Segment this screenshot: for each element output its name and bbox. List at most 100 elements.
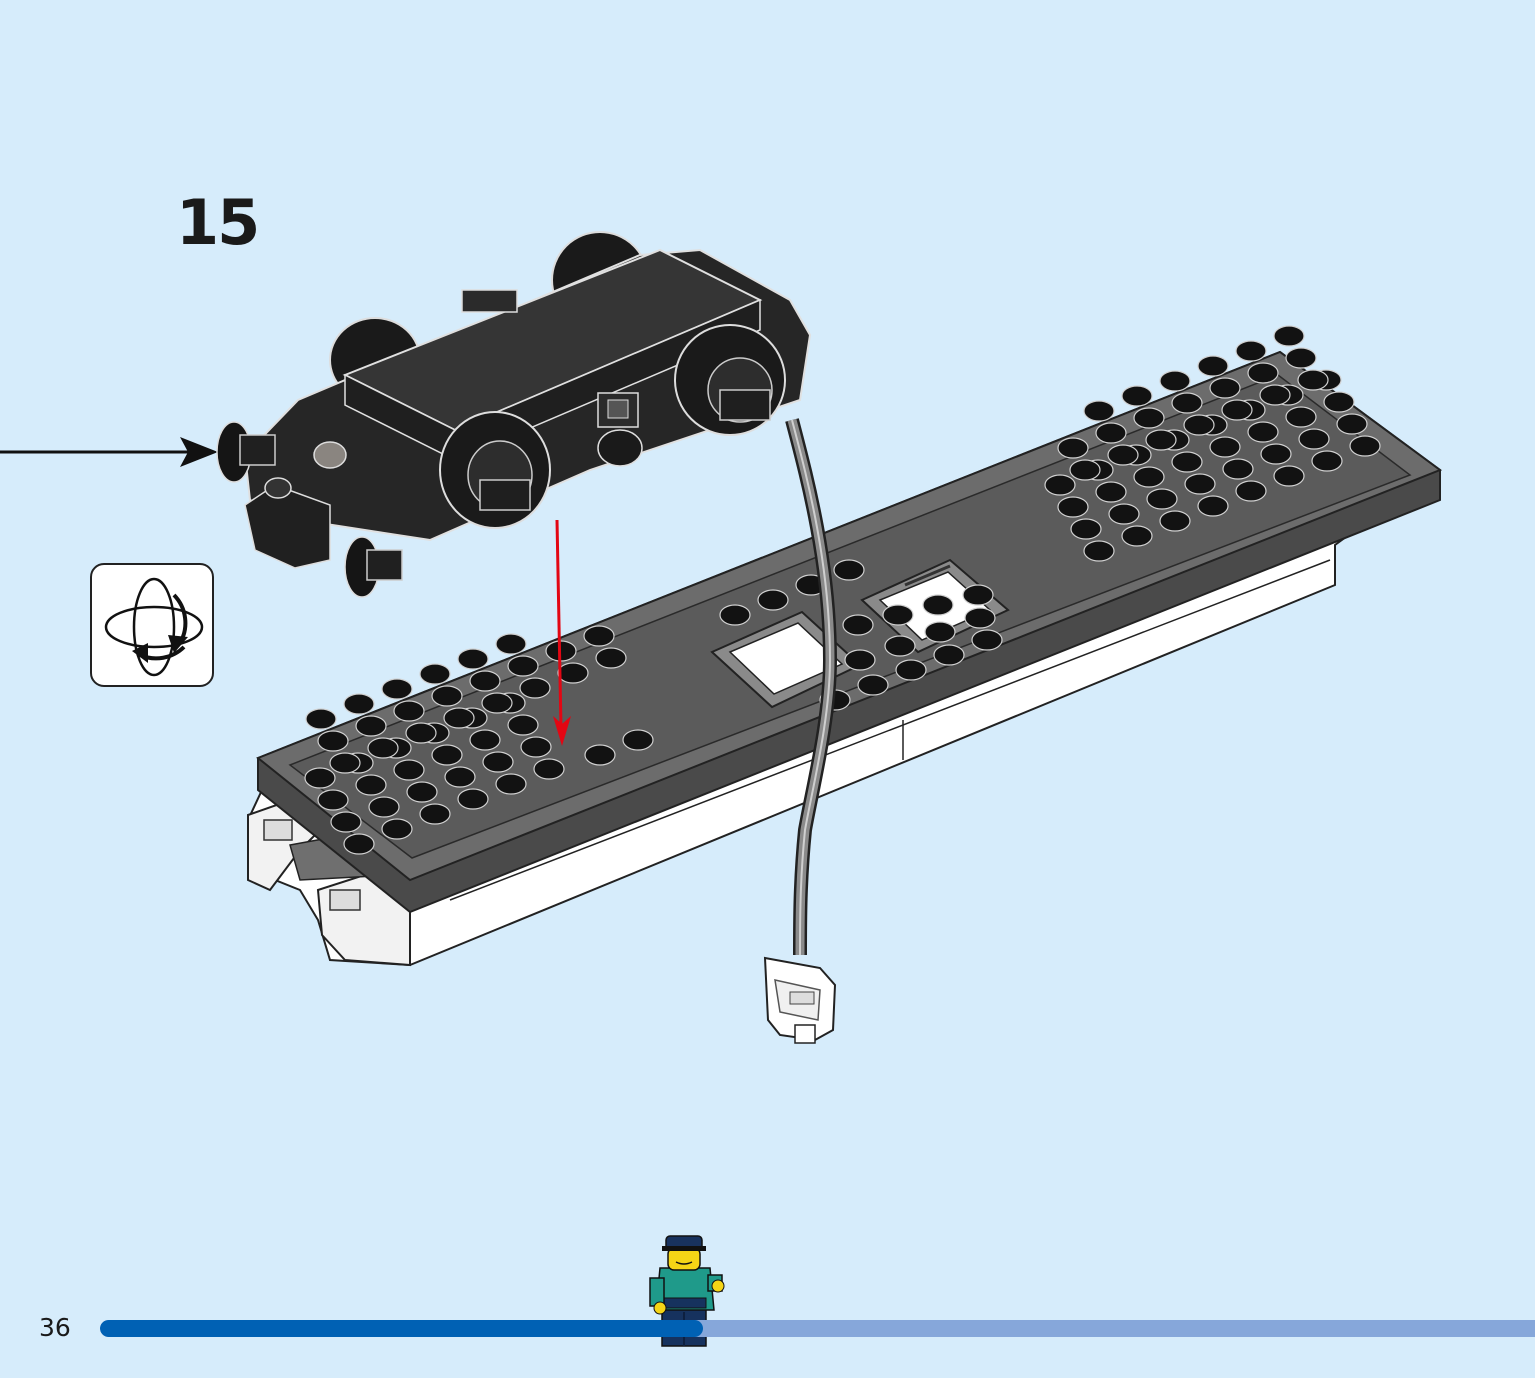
stud (1247, 362, 1279, 384)
stud (1057, 437, 1089, 459)
stud (1247, 421, 1279, 443)
stud (419, 663, 451, 685)
stud (469, 670, 501, 692)
stud (343, 833, 375, 855)
stud (757, 589, 789, 611)
stud (882, 604, 914, 626)
stud (419, 803, 451, 825)
stud (507, 655, 539, 677)
rotate-callout (90, 563, 214, 687)
stud (1044, 474, 1076, 496)
stud (1083, 540, 1115, 562)
stud (533, 758, 565, 780)
stud (457, 788, 489, 810)
stud (583, 625, 615, 647)
stud (833, 559, 865, 581)
stud (1095, 422, 1127, 444)
stud (405, 722, 437, 744)
placement-arrow-icon (553, 519, 571, 746)
stud (971, 629, 1003, 651)
stud (1285, 347, 1317, 369)
stud (1311, 450, 1343, 472)
stud (922, 594, 954, 616)
stud (444, 766, 476, 788)
stud (1133, 407, 1165, 429)
stud (519, 677, 551, 699)
progress-bar-fill (100, 1320, 703, 1337)
stud (1209, 377, 1241, 399)
stud (1070, 518, 1102, 540)
stud (924, 621, 956, 643)
stud (1159, 370, 1191, 392)
stud (964, 607, 996, 629)
stud (857, 674, 889, 696)
stud (1133, 466, 1165, 488)
stud (1069, 459, 1101, 481)
stud (1235, 340, 1267, 362)
plate-studs (304, 325, 1381, 855)
stud (1273, 465, 1305, 487)
stud (595, 647, 627, 669)
stud (481, 692, 513, 714)
stud (431, 685, 463, 707)
stud (317, 789, 349, 811)
stud (1171, 451, 1203, 473)
stud (933, 644, 965, 666)
stud (393, 759, 425, 781)
stud (304, 767, 336, 789)
stud (962, 584, 994, 606)
step-number: 15 (176, 186, 260, 259)
stud (393, 700, 425, 722)
stud (1297, 369, 1329, 391)
stud (1107, 444, 1139, 466)
rotate-model-icon (104, 577, 204, 677)
stud (842, 614, 874, 636)
stud (1209, 436, 1241, 458)
stud (469, 729, 501, 751)
stud (1323, 391, 1355, 413)
stud (343, 693, 375, 715)
stud (1183, 414, 1215, 436)
stud (381, 818, 413, 840)
stud (1197, 495, 1229, 517)
stud (507, 714, 539, 736)
stud (1146, 488, 1178, 510)
stud (584, 744, 616, 766)
stud (1184, 473, 1216, 495)
page-number: 36 (39, 1313, 71, 1342)
progress-bar (100, 1320, 1535, 1337)
stud (1285, 406, 1317, 428)
stud (895, 659, 927, 681)
stud (329, 752, 361, 774)
stud (317, 730, 349, 752)
stud (495, 773, 527, 795)
stud (443, 707, 475, 729)
stud (1222, 458, 1254, 480)
stud (1171, 392, 1203, 414)
pointer-arrow-icon (0, 437, 218, 467)
stud (1121, 525, 1153, 547)
stud (1057, 496, 1089, 518)
stud (1349, 435, 1381, 457)
stud (557, 662, 589, 684)
stud (355, 715, 387, 737)
stud (884, 635, 916, 657)
stud (406, 781, 438, 803)
stud (1197, 355, 1229, 377)
conductor-minifigure-icon (649, 1235, 725, 1347)
stud (1221, 399, 1253, 421)
stud (1336, 413, 1368, 435)
stud (1145, 429, 1177, 451)
stud (1298, 428, 1330, 450)
power-cable (763, 418, 838, 1044)
stud (1108, 503, 1140, 525)
stud (1260, 443, 1292, 465)
stud (622, 729, 654, 751)
stud (1235, 480, 1267, 502)
stud (1083, 400, 1115, 422)
stud (330, 811, 362, 833)
stud (1273, 325, 1305, 347)
stud (1259, 384, 1291, 406)
stud (355, 774, 387, 796)
